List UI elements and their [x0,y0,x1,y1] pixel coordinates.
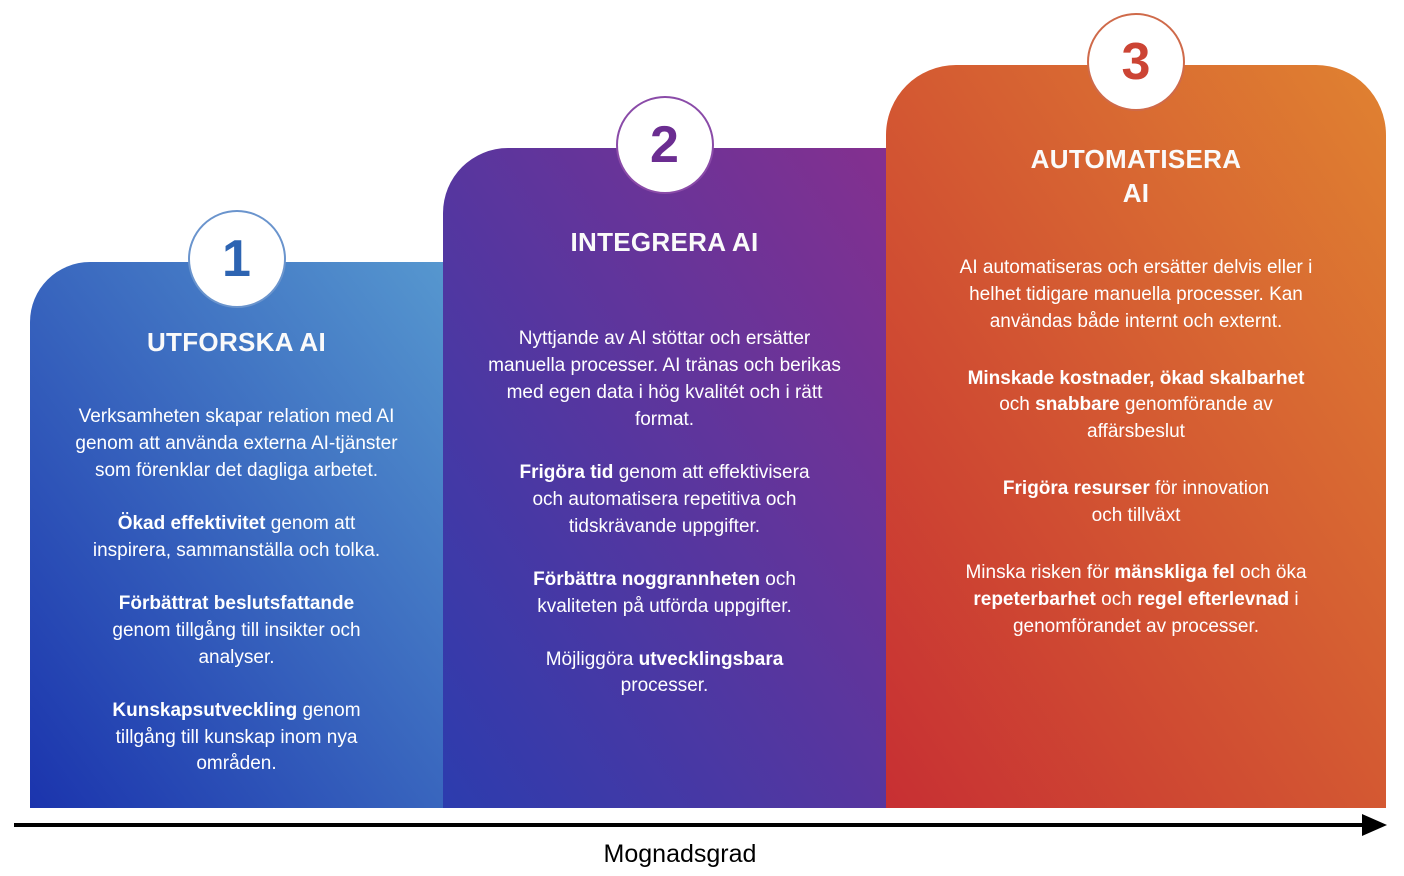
stage-2-number-badge: 2 [615,96,714,194]
stage-2-body: Nyttjande av AI stöttar och ersätter man… [467,326,862,701]
stage-paragraph: Förbättra noggrannheten och kvaliteten p… [533,568,796,617]
stage-paragraph: Minska risken för mänskliga fel och öka … [965,562,1307,638]
stage-paragraph: Verksamheten skapar relation med AI geno… [75,405,398,481]
stage-1-number: 1 [222,230,251,288]
stage-card-utforska-ai: 1 UTFORSKA AI Verksamheten skapar relati… [30,210,443,808]
stage-3-title: AUTOMATISERA AI [1030,144,1242,208]
stage-1-body: Verksamheten skapar relation med AI geno… [50,404,423,779]
stage-2-number: 2 [650,116,679,174]
stage-1-title: UTFORSKA AI [146,327,327,357]
stage-paragraph: Möjliggöra utvecklingsbara processer. [545,648,784,697]
stage-paragraph: AI automatiseras och ersätter delvis ell… [959,256,1313,332]
stage-3-number-badge: 3 [1087,13,1185,111]
stage-paragraph: Minskade kostnader, ökad skalbarhet och … [967,367,1305,443]
stage-paragraph: Förbättrat beslutsfattande genom tillgån… [112,592,361,668]
stage-2-title: INTEGRERA AI [570,227,759,257]
stage-paragraph: Frigöra tid genom att effektivisera och … [519,461,810,537]
stage-paragraph: Nyttjande av AI stöttar och ersätter man… [488,327,841,430]
stage-paragraph: Kunskapsutveckling genom tillgång till k… [112,699,361,775]
stage-3-number: 3 [1121,33,1151,91]
arrowhead-icon [1362,814,1387,836]
stage-3-body: AI automatiseras och ersätter delvis ell… [914,255,1358,642]
maturity-axis-arrow [14,814,1387,836]
stage-paragraph: Ökad effektivitet genom att inspirera, s… [92,512,381,561]
stage-card-integrera-ai: 2 INTEGRERA AI Nyttjande av AI stöttar o… [443,96,886,808]
maturity-axis-label: Mognadsgrad [603,840,757,868]
stage-1-number-badge: 1 [187,210,286,308]
stage-card-automatisera-ai: 3 AUTOMATISERA AI AI automatiseras och e… [886,13,1386,808]
stage-paragraph: Frigöra resurser för innovation och till… [1002,478,1270,527]
